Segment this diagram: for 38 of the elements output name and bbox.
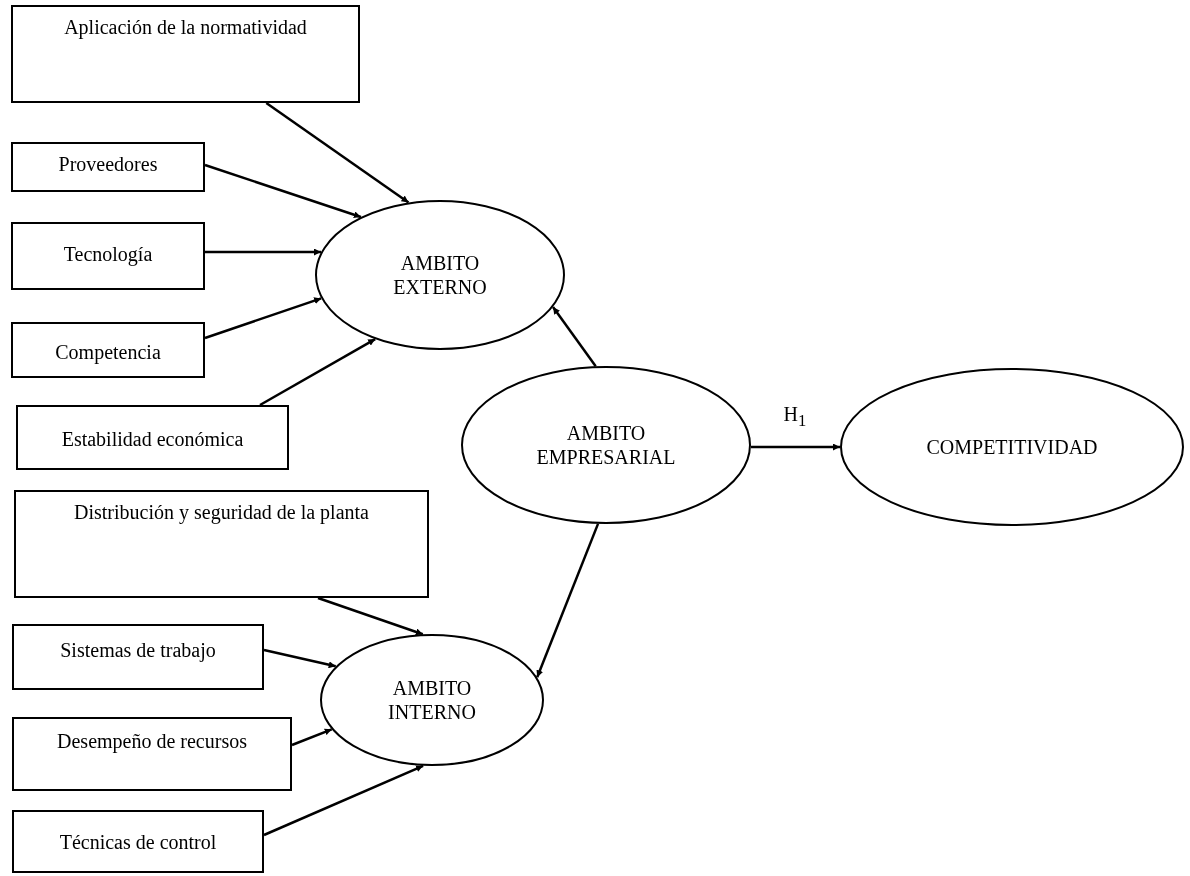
box-text: Tecnología: [62, 242, 154, 266]
ellipse-text: AMBITO EXTERNO: [392, 251, 488, 299]
box-text: Competencia: [54, 340, 162, 364]
box-text: Proveedores: [57, 152, 159, 176]
box-text: Sistemas de trabajo: [59, 638, 217, 662]
arrow: [205, 248, 321, 256]
factor-box: [12, 717, 292, 791]
factor-box: [11, 142, 205, 192]
box-text: Distribución y seguridad de la planta: [73, 500, 370, 524]
ellipse-text: COMPETITIVIDAD: [925, 435, 1099, 459]
construct-ellipse: [315, 200, 565, 350]
arrow: [204, 163, 362, 219]
arrow: [536, 523, 600, 678]
arrow: [317, 596, 424, 636]
factor-box: [12, 810, 264, 873]
construct-ellipse: [320, 634, 544, 766]
arrow: [263, 648, 336, 669]
factor-box: [11, 322, 205, 378]
factor-box: [14, 490, 429, 598]
ellipse-text: AMBITO EMPRESARIAL: [536, 421, 676, 469]
factor-box: [11, 222, 205, 290]
factor-box: [16, 405, 289, 470]
factor-box: [11, 5, 360, 103]
construct-ellipse: [461, 366, 751, 524]
box-text: Estabilidad económica: [60, 427, 245, 451]
arrow: [265, 101, 410, 204]
arrow: [552, 306, 597, 367]
box-text: Desempeño de recursos: [56, 729, 248, 753]
construct-ellipse: [840, 368, 1184, 526]
arrow: [204, 297, 322, 340]
box-text: Aplicación de la normatividad: [63, 15, 308, 39]
arrow: [259, 338, 376, 407]
ellipse-text: AMBITO INTERNO: [387, 676, 477, 724]
arrow: [263, 764, 424, 837]
arrow: [291, 728, 333, 747]
factor-box: [12, 624, 264, 690]
box-text: Técnicas de control: [58, 830, 218, 854]
arrow: [751, 443, 840, 451]
